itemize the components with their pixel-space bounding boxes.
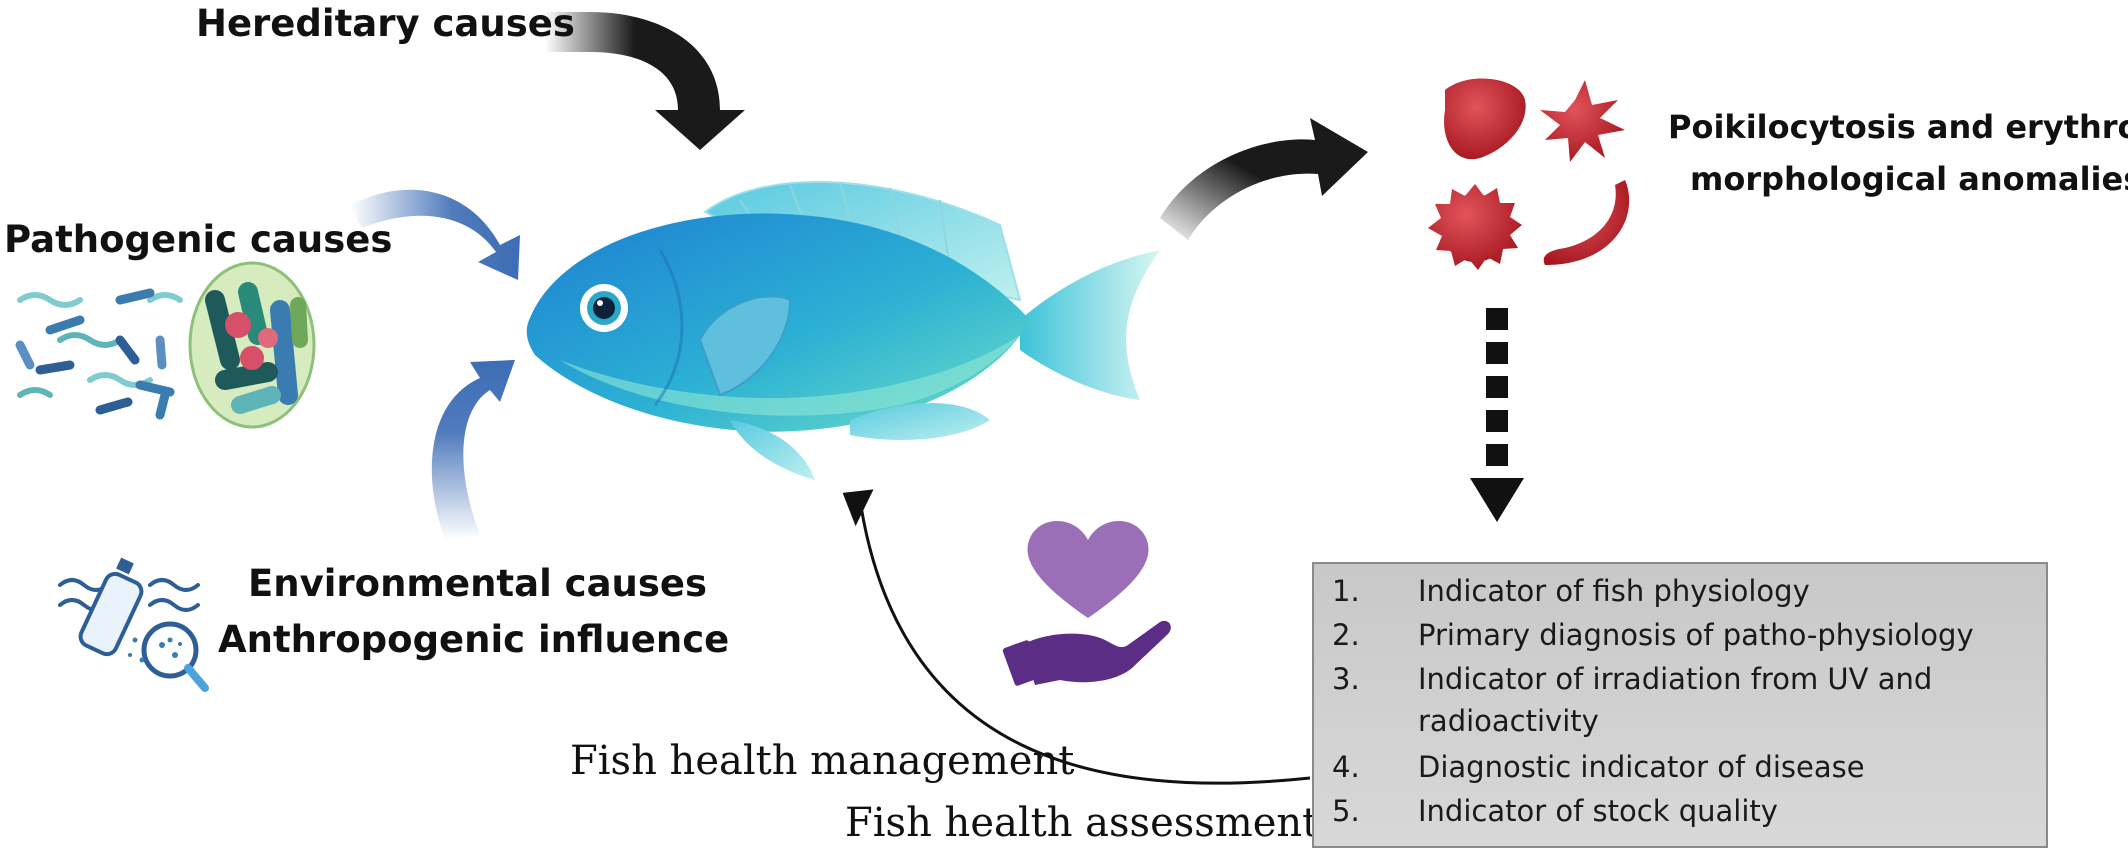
indicator-number: 4. bbox=[1332, 750, 1360, 784]
environmental-causes-label: Environmental causes bbox=[248, 562, 708, 605]
indicator-text: Indicator of stock quality bbox=[1418, 794, 1778, 828]
outcome-label-line1: Poikilocytosis and erythro- bbox=[1668, 108, 2128, 146]
fish-health-assessment-label: Fish health assessment bbox=[845, 800, 1319, 846]
fish-illustration bbox=[526, 181, 1160, 480]
indicator-text: Primary diagnosis of patho-physiology bbox=[1418, 618, 1974, 652]
feedback-arrow bbox=[842, 489, 1311, 785]
echinocyte-cell bbox=[1428, 184, 1522, 270]
outcome-label-line2: morphological anomalies bbox=[1690, 160, 2128, 198]
indicator-number: 5. bbox=[1332, 794, 1360, 828]
anthropogenic-influence-label: Anthropogenic influence bbox=[218, 618, 730, 661]
indicator-text: Indicator of fish physiology bbox=[1418, 574, 1810, 608]
dotted-down-arrow bbox=[1470, 308, 1524, 522]
indicator-text: Indicator of irradiation from UV and bbox=[1418, 662, 1933, 696]
outcome-arrow bbox=[1160, 118, 1368, 240]
pathogenic-arrow bbox=[350, 189, 520, 280]
microplastic-bottle-icon bbox=[58, 557, 200, 657]
indicator-list-box: 1. Indicator of fish physiology 2. Prima… bbox=[1312, 562, 2048, 848]
indicator-text: radioactivity bbox=[1418, 704, 1599, 738]
indicator-number: 1. bbox=[1332, 574, 1360, 608]
indicator-number: 3. bbox=[1332, 662, 1360, 696]
environmental-arrow bbox=[431, 360, 515, 540]
indicator-text: Diagnostic indicator of disease bbox=[1418, 750, 1865, 784]
heart-in-hand-icon bbox=[1002, 520, 1171, 686]
bacteria-cluster-icon bbox=[15, 261, 316, 429]
indicator-number: 2. bbox=[1332, 618, 1360, 652]
fish-health-management-label: Fish health management bbox=[570, 738, 1075, 784]
red-blood-cells-icon bbox=[1428, 78, 1630, 270]
magnifier-icon bbox=[128, 621, 209, 692]
hereditary-arrow bbox=[545, 12, 745, 150]
pathogenic-causes-label: Pathogenic causes bbox=[4, 218, 393, 261]
hereditary-causes-label: Hereditary causes bbox=[196, 2, 575, 45]
